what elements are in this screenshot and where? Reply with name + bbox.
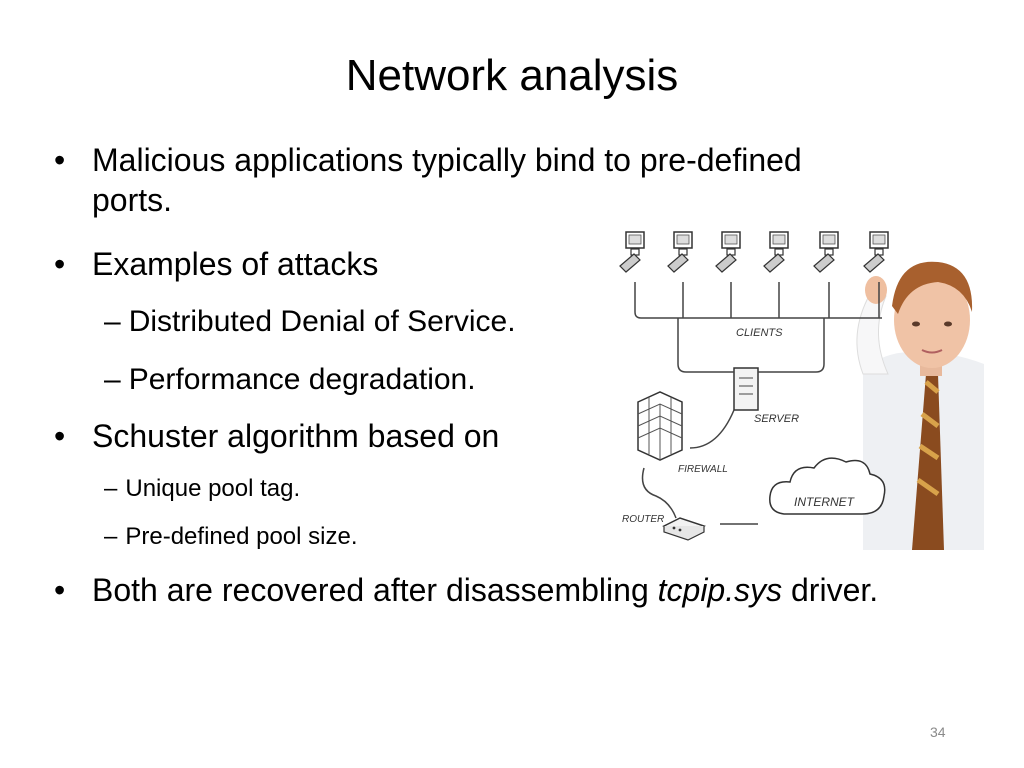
businessman-figure [856, 261, 984, 550]
bullet-examples-of-attacks: • Examples of attacks [54, 244, 379, 284]
router-label: ROUTER [622, 514, 664, 525]
server-label: SERVER [754, 413, 799, 425]
internet-label: INTERNET [794, 495, 856, 509]
firewall-icon [637, 391, 683, 461]
sub-bullet-text: Distributed Denial of Service. [128, 305, 516, 338]
sub-bullet-performance: –Performance degradation. [104, 360, 476, 400]
dash-marker: – [104, 363, 121, 396]
bullet-marker: • [54, 246, 66, 282]
client-connection-lines [634, 282, 882, 319]
sub-bullet-text: Unique pool tag. [125, 475, 301, 502]
bullet-marker: • [54, 418, 66, 454]
firewall-router-line [641, 467, 677, 519]
dash-marker: – [104, 523, 118, 550]
dash-marker: – [104, 305, 121, 338]
clients-label: CLIENTS [736, 327, 783, 339]
bullet-text-post: driver. [782, 572, 879, 608]
internet-cloud-icon [769, 457, 886, 515]
bullet-text: Examples of attacks [92, 246, 379, 282]
bullet-text-driver: tcpip.sys [657, 572, 783, 608]
server-connection-lines [677, 318, 825, 373]
router-icon [662, 517, 706, 541]
firewall-server-line [689, 409, 735, 449]
sub-bullet-pool-tag: –Unique pool tag. [104, 474, 300, 504]
firewall-label: FIREWALL [678, 464, 728, 475]
bullet-text-line1: Malicious applications typically bind to… [92, 142, 802, 178]
sub-bullet-text: Performance degradation. [128, 363, 476, 396]
bullet-text-pre: Both are recovered after disassembling [92, 572, 658, 608]
slide-title: Network analysis [345, 51, 679, 100]
server-icon [733, 367, 759, 411]
sub-bullet-pool-size: –Pre-defined pool size. [104, 522, 358, 552]
sub-bullet-ddos: –Distributed Denial of Service. [104, 302, 516, 342]
client-computers [619, 231, 889, 273]
dash-marker: – [104, 475, 118, 502]
bullet-malicious-apps: • Malicious applications typically bind … [54, 140, 802, 220]
bullet-text-line2: ports. [92, 182, 173, 218]
bullet-recovered-tcpip: • Both are recovered after disassembling… [54, 570, 879, 610]
sub-bullet-text: Pre-defined pool size. [125, 523, 358, 550]
bullet-marker: • [54, 142, 66, 178]
page-number: 34 [930, 724, 946, 740]
bullet-text: Schuster algorithm based on [92, 418, 500, 454]
bullet-schuster-algorithm: • Schuster algorithm based on [54, 416, 500, 456]
network-illustration: CLIENTS SERVER FIREWALL ROUTER INTERNET [619, 231, 984, 550]
bullet-marker: • [54, 572, 66, 608]
